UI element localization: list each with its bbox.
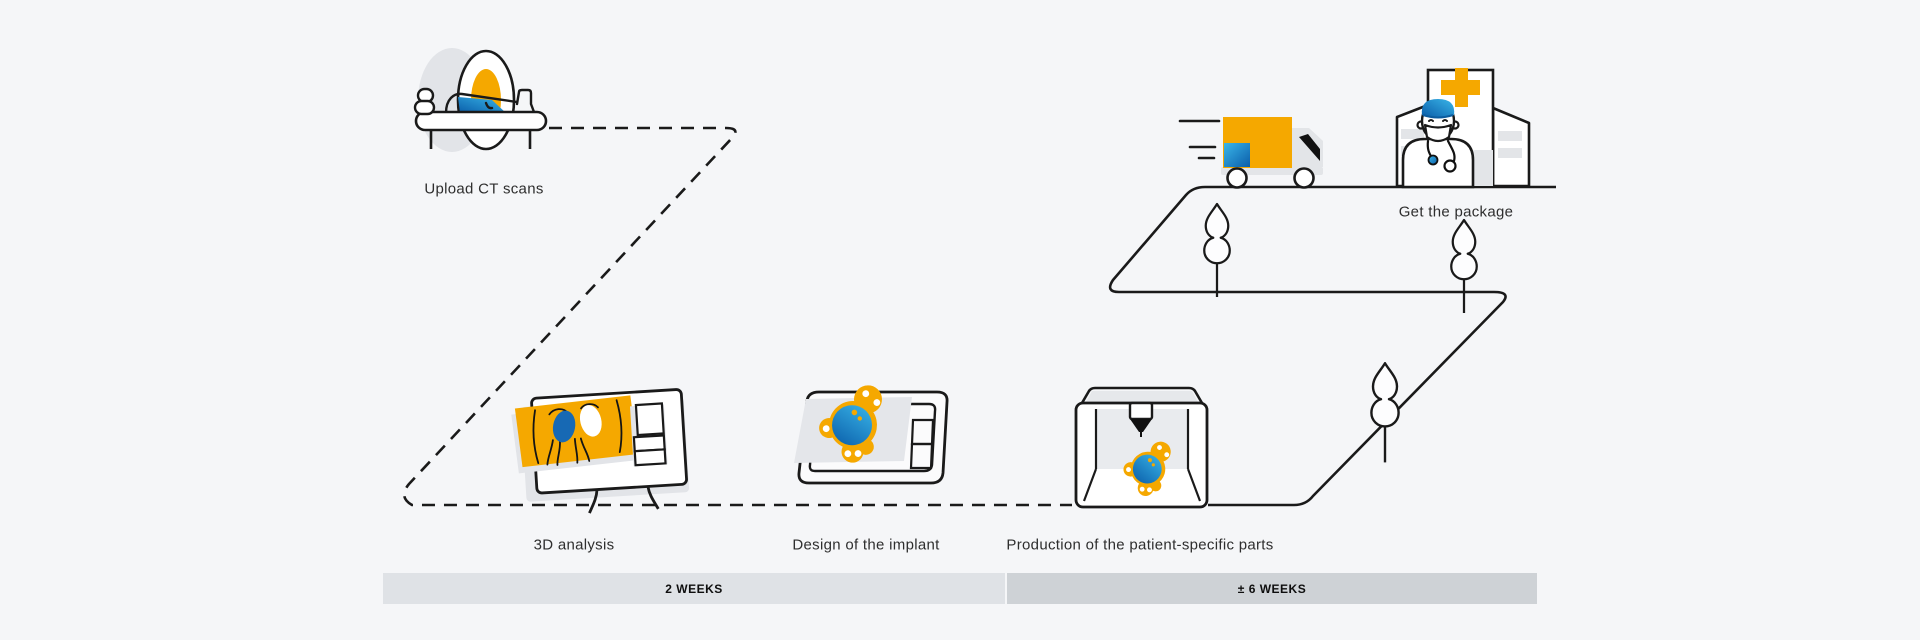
step-label-production: Production of the patient-specific parts bbox=[1006, 536, 1274, 554]
ct-scanner-icon bbox=[413, 48, 548, 152]
delivery-route-path bbox=[1108, 185, 1556, 507]
truck-icon bbox=[1178, 117, 1323, 189]
xray-image bbox=[514, 395, 638, 468]
medical-cross-icon bbox=[1441, 68, 1480, 107]
monitor-side-panel bbox=[632, 402, 667, 467]
surgical-mask bbox=[1423, 123, 1453, 143]
monitor-icon bbox=[511, 388, 690, 514]
speed-lines bbox=[1178, 119, 1221, 160]
patient-outline bbox=[444, 88, 536, 115]
timeline-bar-2-weeks: 2 WEEKS bbox=[383, 573, 1005, 604]
step-label-upload-ct-scans: Upload CT scans bbox=[424, 180, 544, 198]
doctor-icon bbox=[1401, 99, 1475, 189]
surgical-cap bbox=[1421, 99, 1455, 118]
step-label-design-implant: Design of the implant bbox=[792, 536, 940, 554]
package-box bbox=[1224, 143, 1250, 167]
monitor-stand bbox=[588, 486, 660, 514]
tree-icon bbox=[1203, 202, 1231, 299]
tree-icon bbox=[1370, 362, 1400, 464]
tree-icon bbox=[1450, 218, 1478, 315]
printer-nozzle bbox=[1128, 401, 1154, 421]
truck-window bbox=[1299, 134, 1320, 161]
dashed-route-path bbox=[402, 126, 1072, 507]
tablet-icon bbox=[794, 382, 949, 485]
tablet-side-panel bbox=[909, 418, 935, 470]
step-label-3d-analysis: 3D analysis bbox=[533, 536, 615, 554]
timeline: 2 WEEKS ± 6 WEEKS bbox=[0, 573, 1920, 604]
step-label-get-package: Get the package bbox=[1398, 203, 1514, 221]
3d-printer-icon bbox=[1074, 386, 1209, 509]
patient-pillow bbox=[458, 97, 506, 113]
scanner-bed bbox=[414, 110, 548, 132]
timeline-bar-6-weeks: ± 6 WEEKS bbox=[1007, 573, 1537, 604]
